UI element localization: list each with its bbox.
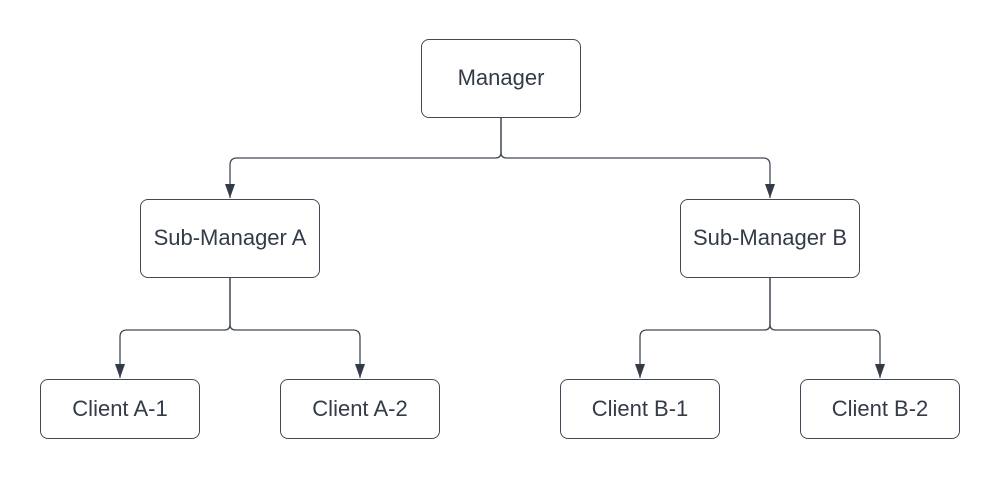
- node-sub-manager-a: Sub-Manager A: [140, 199, 320, 278]
- node-client-a1: Client A-1: [40, 379, 200, 439]
- edge-sub-manager-a-to-client-a2: [229, 278, 365, 378]
- node-client-a2-label: Client A-2: [312, 395, 408, 421]
- edge-sub-manager-a-to-client-a1: [115, 278, 231, 378]
- node-sub-manager-b: Sub-Manager B: [680, 199, 860, 278]
- node-client-b1-label: Client B-1: [591, 395, 689, 421]
- node-client-b2: Client B-2: [800, 379, 960, 439]
- node-manager: Manager: [421, 39, 581, 118]
- edge-manager-to-sub-manager-b: [500, 118, 775, 198]
- edge-manager-to-sub-manager-a: [225, 118, 502, 198]
- node-client-a1-label: Client A-1: [72, 395, 168, 421]
- edge-sub-manager-b-to-client-b1: [635, 278, 771, 378]
- edge-sub-manager-b-to-client-b2: [769, 278, 885, 378]
- node-sub-manager-a-label: Sub-Manager A: [153, 225, 307, 251]
- node-client-b2-label: Client B-2: [831, 395, 929, 421]
- node-client-a2: Client A-2: [280, 379, 440, 439]
- node-client-b1: Client B-1: [560, 379, 720, 439]
- node-sub-manager-b-label: Sub-Manager B: [692, 225, 848, 251]
- node-manager-label: Manager: [457, 65, 545, 91]
